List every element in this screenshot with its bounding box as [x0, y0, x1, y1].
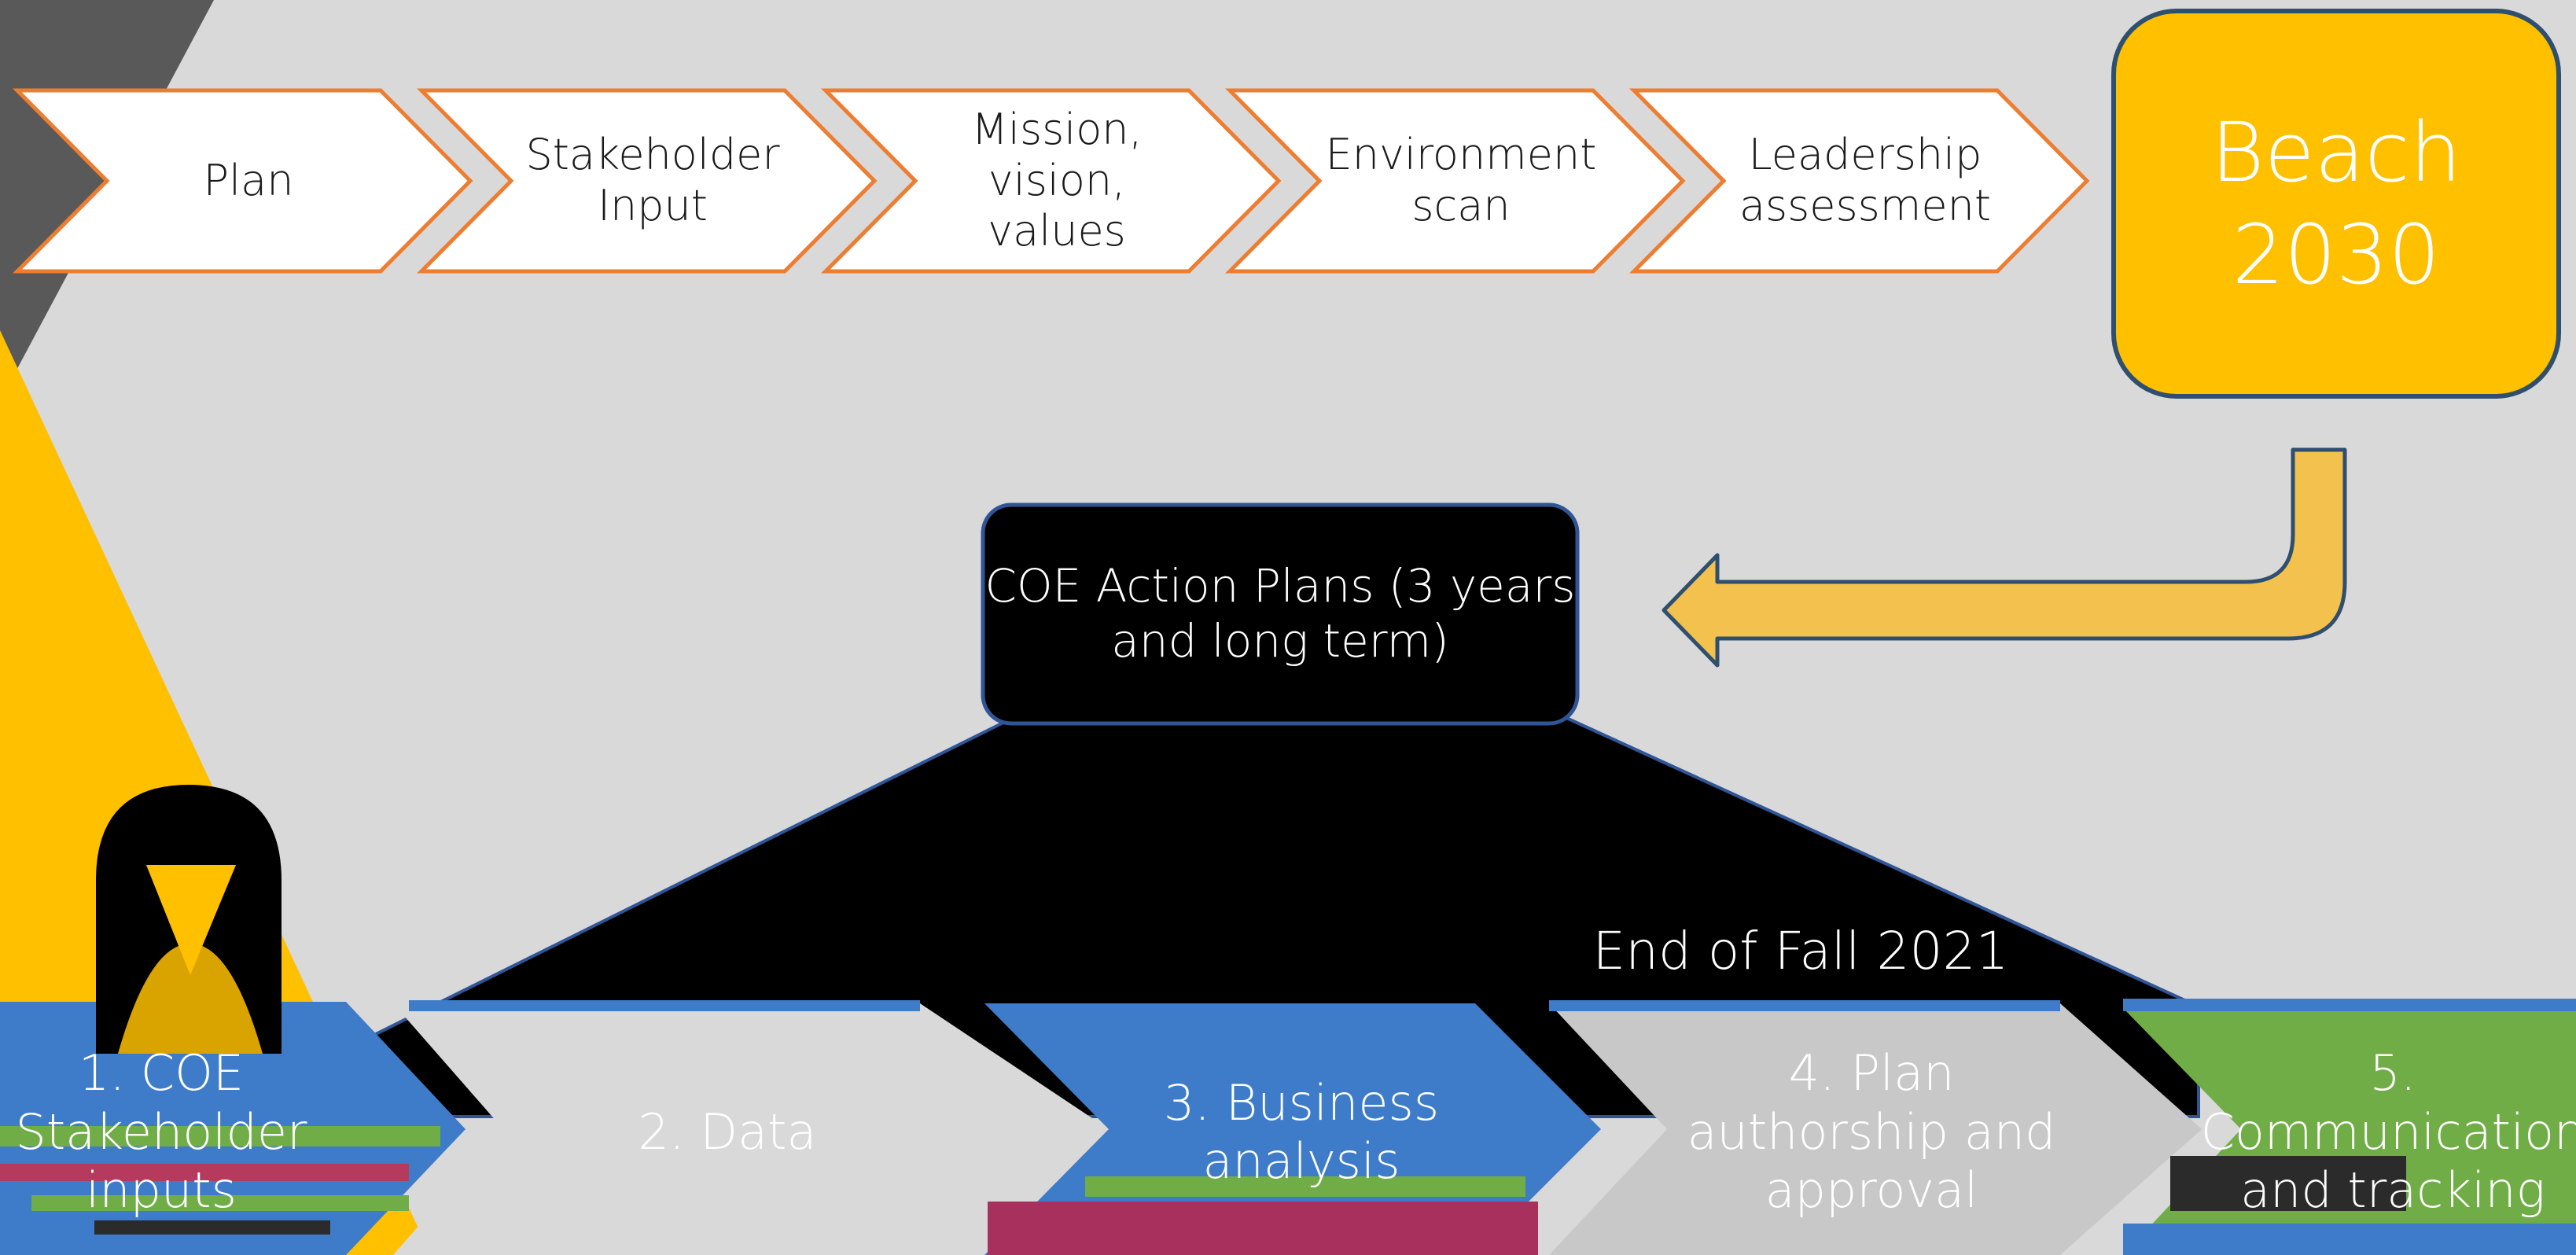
- phase-1-stripe-green-2: [31, 1195, 409, 1211]
- process-chevrons: [13, 88, 2090, 274]
- phase-label-4: 4. Plan authorship and approval: [1687, 1044, 2056, 1220]
- phase-chevron-2[interactable]: [393, 1003, 1109, 1255]
- end-of-fall-label: End of Fall 2021: [1592, 921, 2009, 982]
- chevron-plan[interactable]: [13, 88, 473, 274]
- chevron-label-plan: Plan: [203, 155, 294, 205]
- phase-5-stripe-dark: [2170, 1156, 2406, 1211]
- chevron-label-leadership: Leadership assessment: [1739, 130, 1992, 230]
- phase-3-stripe-magenta: [988, 1202, 1538, 1255]
- phase-4-top-band: [1549, 1000, 2060, 1011]
- logo-icon: [96, 785, 282, 1054]
- chevron-label-mission: Mission, vision, values: [971, 104, 1143, 256]
- coe-action-plans-label: COE Action Plans (3 years and long term): [984, 559, 1576, 668]
- beach-2030-box[interactable]: [2111, 9, 2561, 399]
- chevron-mission-vision-values[interactable]: [821, 88, 1282, 274]
- phase-3-stripe-green: [1085, 1176, 1525, 1197]
- coe-action-plans-box[interactable]: [981, 502, 1580, 726]
- chevron-environment-scan[interactable]: [1225, 88, 1686, 274]
- chevron-label-environment-scan: Environment scan: [1325, 130, 1597, 230]
- phase-5-stripe-blue-2: [2123, 1224, 2576, 1255]
- bent-arrow: [1662, 447, 2347, 668]
- phase-1-stripe-dark: [94, 1220, 330, 1235]
- phase-label-1: 1. COE Stakeholder inputs: [15, 1044, 307, 1220]
- chevron-leadership-assessment[interactable]: [1629, 88, 2090, 274]
- beach-2030-label: Beach 2030: [2210, 105, 2462, 303]
- phase-1-stripe-green: [0, 1126, 440, 1146]
- chevron-label-stakeholder-input: Stakeholder Input: [525, 130, 780, 230]
- phase-2-top-band: [409, 1000, 920, 1011]
- chevron-stakeholder-input[interactable]: [417, 88, 878, 274]
- phase-label-3: 3. Business analysis: [1163, 1073, 1440, 1190]
- phase-label-5: 5. Communication and tracking: [2200, 1044, 2576, 1220]
- phase-chevrons: [0, 999, 2576, 1255]
- phase-chevron-4[interactable]: [1549, 1003, 2202, 1255]
- phase-label-2: 2. Data: [638, 1102, 817, 1161]
- phase-5-stripe-blue: [2123, 999, 2576, 1011]
- phase-1-stripe-red: [0, 1164, 409, 1181]
